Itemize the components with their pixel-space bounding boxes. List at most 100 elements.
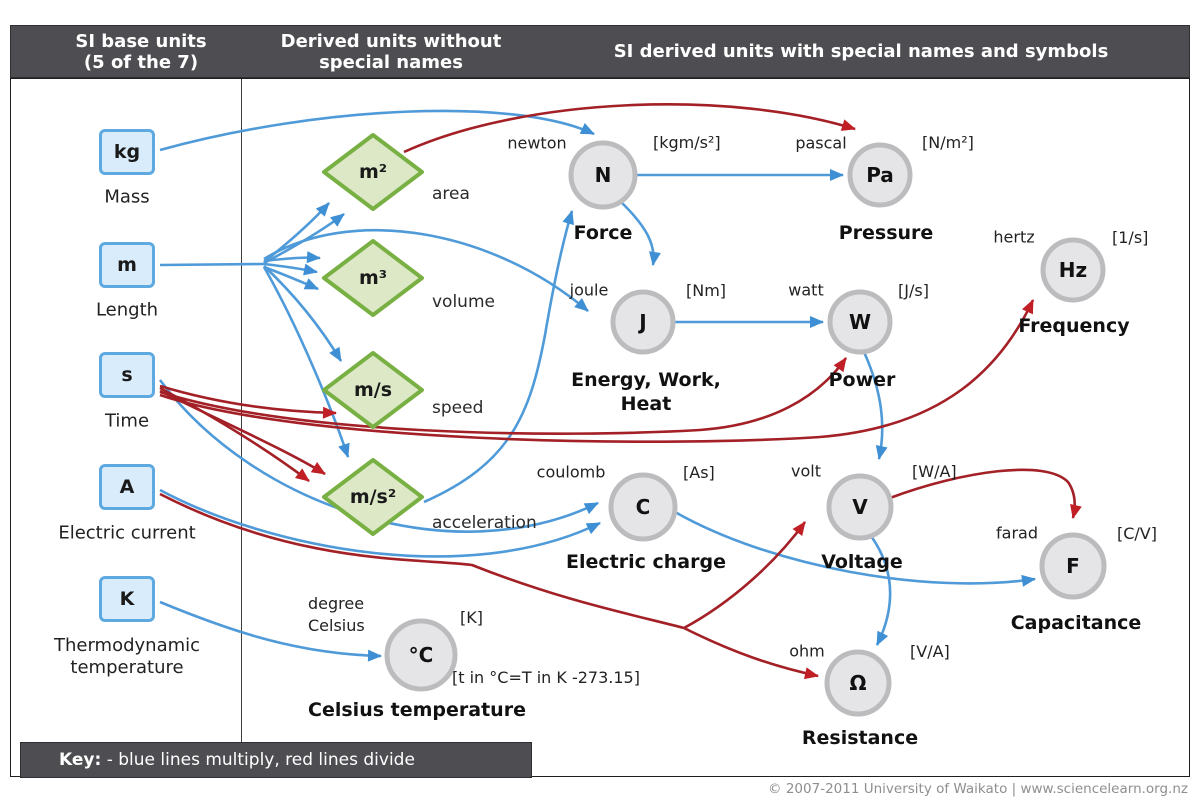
unit-F-quantity: Capacitance: [1010, 612, 1142, 634]
copyright-text: © 2007-2011 University of Waikato | www.…: [768, 781, 1188, 797]
base-unit-s-symbol: s: [121, 364, 133, 386]
edge-multiply-m-m3-3: [263, 265, 319, 291]
edge-multiply-N-J: [619, 200, 661, 266]
edge-divide-s-Hz: [159, 299, 1035, 444]
header-derived-special: SI derived units with special names and …: [541, 26, 1181, 77]
circle-charge: [608, 472, 678, 542]
edge-divide-A-branch: [159, 492, 685, 630]
diamond-acceleration: [322, 458, 424, 536]
base-unit-A-label: Electric current: [58, 522, 196, 544]
base-unit-kg: kg: [99, 129, 155, 175]
unit-ohm-quantity: Resistance: [801, 727, 919, 749]
unit-W-symbol: W: [848, 310, 872, 334]
unit-Pa-quantity: Pressure: [838, 222, 934, 244]
derived-acceleration-symbol: m/s²: [349, 486, 397, 508]
edge-multiply-m-mps2: [262, 266, 350, 458]
circle-pressure: [847, 142, 913, 208]
base-unit-K-symbol: K: [119, 588, 135, 610]
header-derived-special-line1: SI derived units with special names and …: [613, 41, 1109, 62]
base-unit-A: A: [99, 464, 155, 510]
unit-N-formula: [kgm/s²]: [653, 133, 721, 152]
unit-J-formula: [Nm]: [686, 281, 727, 300]
header-base-units: SI base units (5 of the 7): [41, 26, 241, 77]
unit-W-formula: [J/s]: [898, 281, 929, 300]
circle-resistance: [824, 649, 892, 717]
legend-key: Key: - blue lines multiply, red lines di…: [20, 742, 532, 778]
edge-multiply-kg-N: [159, 109, 595, 152]
edge-divide-m2-Pa: [403, 103, 856, 154]
unit-N-quantity: Force: [573, 222, 633, 244]
circle-frequency: [1040, 237, 1106, 303]
derived-speed-label: speed: [432, 398, 484, 418]
header-derived-plain: Derived units without special names: [261, 26, 521, 77]
derived-area-label: area: [432, 184, 470, 204]
unit-V-name: volt: [791, 461, 821, 481]
edge-multiply-m-mps: [263, 265, 343, 362]
header-base-units-line1: SI base units: [75, 30, 207, 52]
unit-Hz-symbol: Hz: [1058, 258, 1088, 282]
header-base-units-line2: (5 of the 7): [83, 51, 199, 73]
unit-J-name: joule: [569, 280, 609, 300]
unit-F-formula: [C/V]: [1117, 524, 1157, 543]
edge-multiply-V-ohm: [869, 535, 892, 646]
unit-J-symbol: J: [639, 310, 647, 334]
edge-multiply-mps2-N: [423, 210, 574, 504]
unit-V-symbol: V: [852, 495, 868, 519]
edge-divide-branch-V: [683, 521, 807, 630]
diamond-speed: [322, 351, 424, 429]
base-unit-K-label: Thermodynamic temperature: [53, 635, 201, 678]
unit-W-quantity: Power: [828, 369, 896, 391]
header-derived-plain-line1: Derived units without: [280, 30, 502, 52]
unit-C-name: coulomb: [536, 462, 606, 482]
base-unit-m: m: [99, 242, 155, 288]
edge-multiply-m-m3-2: [263, 262, 318, 276]
legend-key-label: Key:: [59, 750, 102, 770]
unit-Hz-formula: [1/s]: [1112, 228, 1149, 247]
derived-acceleration-label: acceleration: [432, 513, 537, 533]
circle-power: [827, 289, 893, 355]
base-unit-kg-symbol: kg: [113, 141, 141, 163]
edge-divide-s-W: [159, 357, 848, 435]
edge-divide-V-F: [889, 468, 1082, 519]
edge-multiply-C-F: [674, 510, 1036, 587]
unit-C-formula: [As]: [683, 463, 715, 482]
unit-F-symbol: F: [1066, 554, 1080, 578]
circle-capacitance: [1039, 532, 1107, 600]
unit-F-name: farad: [996, 523, 1038, 543]
unit-ohm-symbol: Ω: [849, 671, 867, 695]
base-unit-s-label: Time: [104, 410, 150, 432]
edge-multiply-A-C: [159, 488, 601, 558]
unit-Hz-quantity: Frequency: [1018, 315, 1130, 337]
header-derived-plain-line2: special names: [319, 51, 463, 73]
unit-Pa-symbol: Pa: [866, 163, 894, 187]
unit-degC-formula: [K]: [460, 608, 483, 627]
base-unit-s: s: [99, 352, 155, 398]
base-unit-m-symbol: m: [117, 254, 137, 276]
unit-ohm-formula: [V/A]: [910, 642, 950, 661]
unit-degC-quantity: Celsius temperature: [308, 699, 526, 721]
unit-degC-symbol: °C: [408, 643, 434, 667]
unit-Pa-name: pascal: [795, 133, 847, 153]
unit-Pa-formula: [N/m²]: [922, 133, 974, 152]
unit-N-name: newton: [507, 133, 567, 153]
edge-multiply-m-m3-1: [263, 251, 321, 264]
circle-energy: [610, 289, 676, 355]
base-unit-K: K: [99, 576, 155, 622]
header-bar: SI base units (5 of the 7) Derived units…: [10, 25, 1190, 78]
base-unit-m-label: Length: [95, 299, 159, 321]
unit-N-symbol: N: [594, 163, 612, 187]
base-unit-A-symbol: A: [119, 476, 135, 498]
unit-Hz-name: hertz: [993, 227, 1035, 247]
diamond-volume: [322, 239, 424, 317]
derived-speed-symbol: m/s: [353, 379, 393, 401]
edge-multiply-K-degC: [159, 600, 382, 662]
unit-degC-name: degree Celsius: [308, 594, 365, 635]
diamond-area: [322, 133, 424, 211]
derived-volume-symbol: m³: [358, 267, 388, 289]
edge-divide-s-mps: [159, 384, 337, 419]
base-unit-kg-label: Mass: [104, 186, 150, 208]
edge-divide-branch-ohm: [683, 626, 819, 680]
unit-C-quantity: Electric charge: [566, 551, 726, 573]
